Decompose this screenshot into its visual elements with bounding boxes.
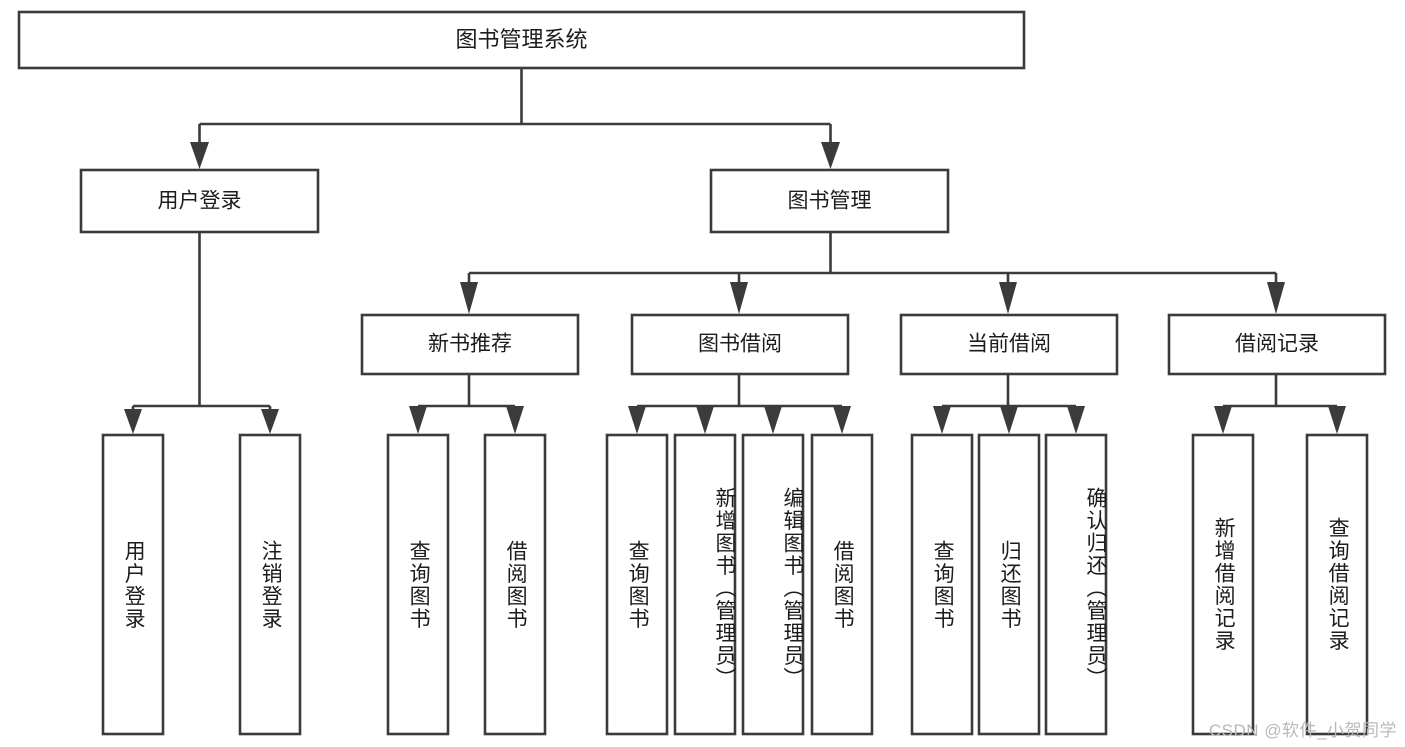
node-user-login-label: 用户登录 bbox=[158, 190, 242, 213]
node-leaf-bb-borrow-box[interactable] bbox=[810, 433, 874, 736]
arrow-head-borrow-record bbox=[1267, 282, 1285, 314]
node-leaf-br-query-box[interactable] bbox=[1305, 433, 1369, 736]
node-leaf-cb-query-box[interactable] bbox=[910, 433, 974, 736]
node-book-manage-box[interactable] bbox=[709, 168, 950, 234]
arrow-head-book-borrow bbox=[730, 282, 748, 314]
connector-group-book-manage bbox=[460, 232, 1285, 314]
node-borrow-record-label: 借阅记录 bbox=[1235, 333, 1319, 356]
arrow-head-bb-leaf-1 bbox=[628, 406, 646, 434]
connector-group-user-login bbox=[124, 232, 279, 434]
node-leaf-nbr-borrow-box[interactable] bbox=[483, 433, 547, 736]
node-leaf-logout-box[interactable] bbox=[238, 433, 302, 736]
arrow-head-current-borrow bbox=[999, 282, 1017, 314]
connector-group-book-borrow bbox=[628, 374, 851, 434]
connector-group-borrow-record bbox=[1214, 374, 1346, 434]
node-new-book-rec-label: 新书推荐 bbox=[428, 333, 512, 356]
arrow-head-new-book-rec bbox=[460, 282, 478, 314]
arrow-head-user-login bbox=[190, 142, 209, 169]
node-user-login-box[interactable] bbox=[79, 168, 320, 234]
arrow-head-bb-leaf-2 bbox=[696, 406, 714, 434]
node-leaf-bb-add-box[interactable] bbox=[673, 433, 737, 736]
watermark-text: CSDN @软件_小贺同学 bbox=[1208, 721, 1397, 740]
arrow-head-bb-leaf-3 bbox=[764, 406, 782, 434]
connector-group-root bbox=[190, 68, 840, 169]
node-leaf-cb-return-box[interactable] bbox=[977, 433, 1041, 736]
node-leaf-cb-confirm-box[interactable] bbox=[1044, 433, 1108, 736]
node-leaf-br-add-box[interactable] bbox=[1191, 433, 1255, 736]
node-book-borrow-box[interactable] bbox=[630, 313, 850, 376]
arrow-head-bb-leaf-4 bbox=[833, 406, 851, 434]
arrow-head-nbr-leaf-2 bbox=[506, 406, 524, 434]
connector-group-current-borrow bbox=[933, 374, 1085, 434]
node-borrow-record-box[interactable] bbox=[1167, 313, 1387, 376]
arrow-head-nbr-leaf-1 bbox=[409, 406, 427, 434]
arrow-head-cb-leaf-1 bbox=[933, 406, 951, 434]
node-root-box[interactable] bbox=[17, 10, 1026, 70]
node-book-manage-label: 图书管理 bbox=[788, 190, 872, 213]
arrow-head-leaf-logout bbox=[261, 409, 279, 434]
node-leaf-nbr-query-box[interactable] bbox=[386, 433, 450, 736]
arrow-head-cb-leaf-2 bbox=[1000, 406, 1018, 434]
node-new-book-rec-box[interactable] bbox=[360, 313, 580, 376]
arrow-head-br-leaf-1 bbox=[1214, 406, 1232, 434]
node-leaf-bb-edit-box[interactable] bbox=[741, 433, 805, 736]
node-book-borrow-label: 图书借阅 bbox=[698, 333, 782, 356]
arrow-head-book-manage bbox=[821, 142, 840, 169]
arrow-head-cb-leaf-3 bbox=[1067, 406, 1085, 434]
node-leaf-bb-query-box[interactable] bbox=[605, 433, 669, 736]
node-current-borrow-box[interactable] bbox=[899, 313, 1119, 376]
connector-group-new-book-rec bbox=[409, 374, 524, 434]
arrow-head-leaf-user-login bbox=[124, 409, 142, 434]
node-root-label: 图书管理系统 bbox=[455, 27, 587, 52]
node-leaf-user-login-box[interactable] bbox=[101, 433, 165, 736]
arrow-head-br-leaf-2 bbox=[1328, 406, 1346, 434]
node-current-borrow-label: 当前借阅 bbox=[967, 333, 1051, 356]
